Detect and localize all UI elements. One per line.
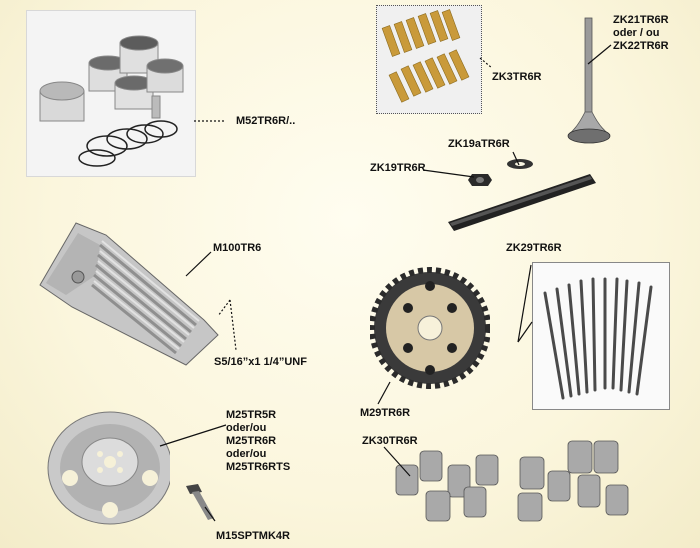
part-code: M25TR5R	[226, 409, 277, 421]
part-alt-line: M25TR6RTS	[226, 461, 291, 473]
part-label-pushrods: ZK29TR6R	[506, 242, 562, 254]
part-alt-line: M25TR6R	[226, 435, 277, 447]
pistons-photo	[26, 10, 196, 177]
part-label-bolt: M15SPTMK4R	[216, 530, 290, 542]
part-label-flywheel: M25TR5R oder/ou M25TR6R oder/ou M25TR6RT…	[226, 409, 290, 474]
part-label-valve: ZK21TR6R oder / ou ZK22TR6R	[613, 14, 669, 53]
part-label-washer: ZK19aTR6R	[448, 138, 510, 150]
part-alt-line: oder/ou	[226, 422, 267, 434]
flywheel-photo	[40, 398, 170, 536]
oil-pan-photo	[36, 215, 228, 367]
part-label-oil-pan: M100TR6	[213, 242, 262, 254]
part-label-pistons: M52TR6R/..	[236, 115, 296, 127]
part-label-sprocket: M29TR6R	[360, 407, 411, 419]
part-alt-line: oder / ou	[613, 27, 660, 39]
tappets-photo	[390, 435, 638, 535]
part-alt-line: ZK22TR6R	[613, 40, 669, 52]
part-label-nut: ZK19TR6R	[370, 162, 426, 174]
sprocket-photo	[370, 256, 490, 396]
valve-photo	[565, 16, 615, 146]
part-code: ZK21TR6R	[613, 14, 669, 26]
stud-nut-washer-photo	[440, 150, 610, 235]
pushrods-photo	[532, 262, 670, 410]
part-alt-line: oder/ou	[226, 448, 267, 460]
part-label-valve-guides: ZK3TR6R	[492, 71, 542, 83]
part-label-tappets: ZK30TR6R	[362, 435, 418, 447]
valve-guides-photo	[376, 5, 482, 114]
part-label-oil-pan-screw: S5/16”x1 1/4”UNF	[214, 356, 307, 368]
